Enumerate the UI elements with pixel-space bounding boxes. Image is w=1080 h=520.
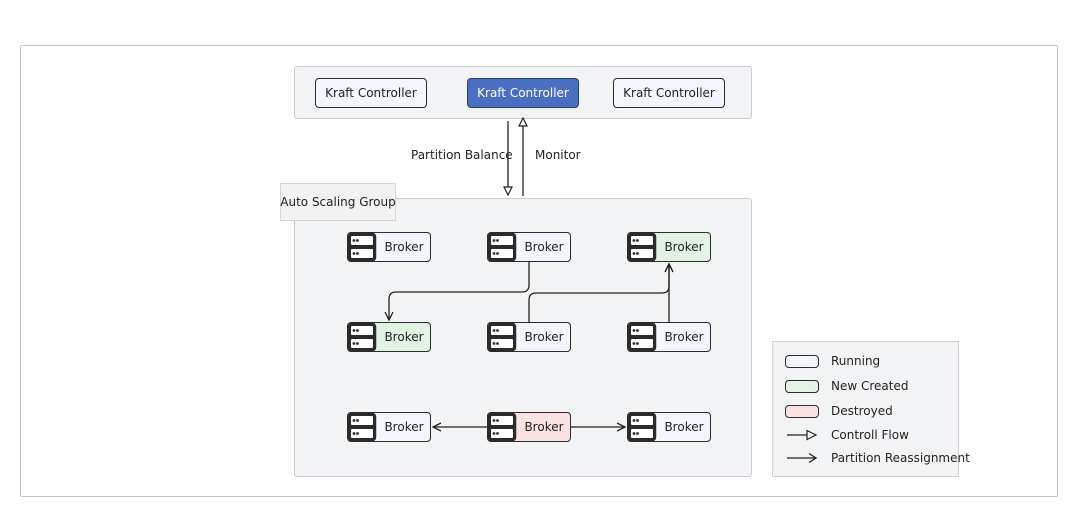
broker-r2-c3: Broker (627, 322, 711, 352)
server-icon (627, 322, 656, 351)
broker-label: Broker (524, 330, 564, 344)
broker-label: Broker (664, 240, 704, 254)
open-arrow-icon (787, 452, 818, 464)
broker-r1-c3: Broker (627, 232, 711, 262)
server-icon (347, 412, 376, 441)
server-icon (487, 232, 516, 261)
legend-reassignment-label: Partition Reassignment (831, 451, 970, 465)
broker-r1-c2: Broker (487, 232, 571, 262)
broker-label: Broker (664, 420, 704, 434)
destroyed-swatch (785, 404, 819, 418)
broker-label: Broker (384, 240, 424, 254)
hollow-arrow-icon (787, 429, 818, 441)
new-swatch (785, 379, 819, 393)
legend-destroyed: Destroyed (785, 403, 893, 419)
broker-r2-c2: Broker (487, 322, 571, 352)
legend-destroyed-label: Destroyed (831, 404, 893, 418)
legend-running: Running (785, 353, 880, 369)
broker-r3-c2: Broker (487, 412, 571, 442)
auto-scaling-group-label: Auto Scaling Group (280, 183, 396, 221)
legend-new: New Created (785, 378, 908, 394)
reassign-arrow-1 (389, 262, 530, 320)
broker-r1-c1: Broker (347, 232, 431, 262)
legend-running-label: Running (831, 354, 881, 368)
controller-label: Kraft Controller (325, 86, 417, 100)
server-icon (487, 322, 516, 351)
broker-r2-c1: Broker (347, 322, 431, 352)
server-icon (487, 412, 516, 441)
broker-label: Broker (664, 330, 704, 344)
legend: Running New Created Destroyed Controll F… (772, 341, 970, 477)
server-icon (347, 322, 376, 351)
broker-r3-c3: Broker (627, 412, 711, 442)
controller-3: Kraft Controller (613, 78, 725, 108)
broker-label: Broker (384, 420, 424, 434)
legend-control-flow-label: Controll Flow (831, 428, 909, 442)
controller-label: Kraft Controller (623, 86, 715, 100)
controller-1: Kraft Controller (315, 78, 427, 108)
broker-label: Broker (384, 330, 424, 344)
legend-new-label: New Created (831, 379, 909, 393)
legend-control-flow: Controll Flow (785, 427, 909, 443)
monitor-label: Monitor (535, 148, 581, 162)
broker-r3-c1: Broker (347, 412, 431, 442)
controller-2-active: Kraft Controller (467, 78, 579, 108)
reassign-arrow-2 (528, 264, 669, 322)
server-icon (627, 232, 656, 261)
broker-label: Broker (524, 240, 564, 254)
running-swatch (785, 354, 819, 368)
broker-label: Broker (524, 420, 564, 434)
server-icon (347, 232, 376, 261)
partition-balance-label: Partition Balance (411, 148, 513, 162)
controller-label: Kraft Controller (477, 86, 569, 100)
server-icon (627, 412, 656, 441)
legend-reassignment: Partition Reassignment (785, 450, 970, 466)
